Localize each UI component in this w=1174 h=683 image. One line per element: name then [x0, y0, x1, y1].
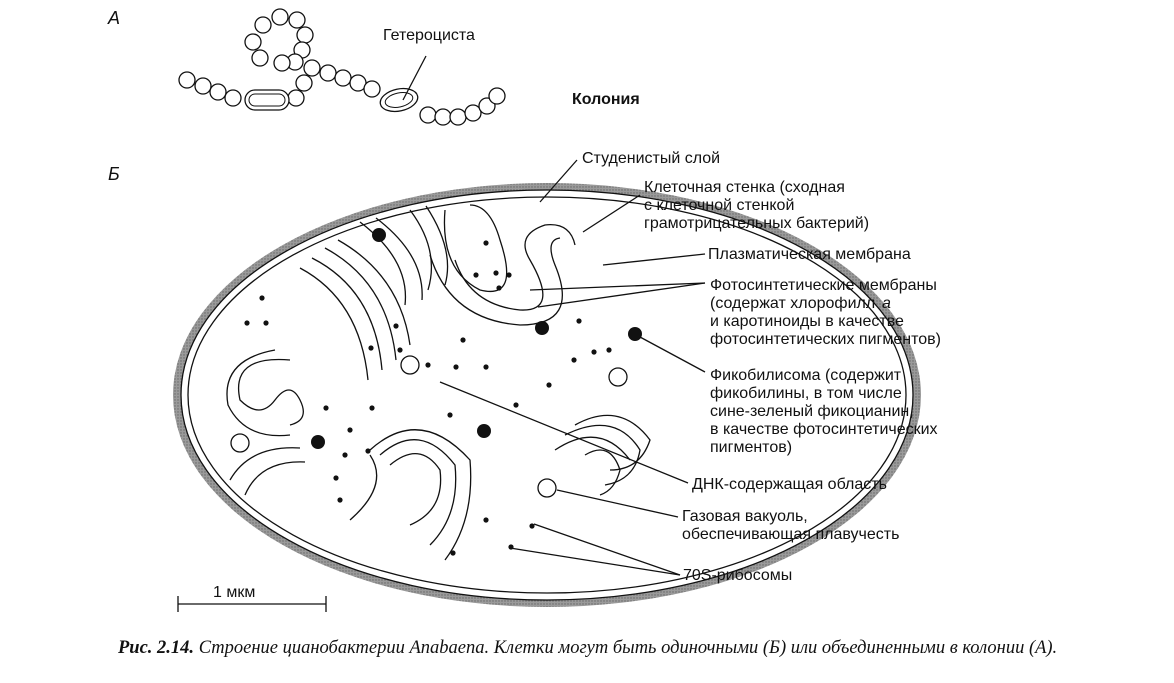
- label-photo-1: Фотосинтетические мембраны: [710, 277, 937, 294]
- ribosome-dot: [591, 349, 597, 355]
- ribosome-dot: [571, 357, 577, 363]
- colony-cell: [419, 106, 437, 124]
- label-photo-3: и каротиноиды в качестве: [710, 313, 904, 330]
- colony-cell: [271, 8, 289, 26]
- colony-cell: [209, 83, 227, 101]
- ribosome-dot: [337, 497, 343, 503]
- scale-bar-label: 1 мкм: [213, 584, 255, 601]
- colony-cell: [319, 64, 337, 82]
- colony-cell: [273, 54, 291, 72]
- label-phyco-5: пигментов): [710, 439, 792, 456]
- label-gas-vacuole-1: Газовая вакуоль,: [682, 508, 808, 525]
- caption-prefix: Рис. 2.14.: [118, 638, 195, 658]
- ribosome-dot: [460, 337, 466, 343]
- label-pointers: [439, 159, 706, 576]
- colony-cell: [251, 49, 269, 67]
- gas-vacuoles: [230, 355, 628, 498]
- ribosomes: [244, 240, 612, 556]
- ribosome-dot: [369, 405, 375, 411]
- photosynthetic-membranes: [226, 204, 651, 561]
- heterocyst-pointer: [402, 55, 427, 101]
- ribosome-dot: [447, 412, 453, 418]
- ribosome-dot: [606, 347, 612, 353]
- ribosome-dot: [263, 320, 269, 326]
- colony-cell: [178, 71, 196, 89]
- colony-cell: [334, 69, 352, 87]
- panel-label-a: А: [107, 8, 120, 28]
- ribosome-dot: [333, 475, 339, 481]
- colony-cell: [287, 89, 305, 107]
- ribosome-dot: [368, 345, 374, 351]
- label-gel-layer: Студенистый слой: [582, 150, 720, 167]
- panel-label-b: Б: [108, 164, 120, 184]
- label-photo-2: (содержат хлорофилл: [710, 295, 875, 312]
- figure-caption: Рис. 2.14. Строение цианобактерии Anabae…: [118, 638, 1057, 659]
- colony-label: Колония: [572, 91, 640, 108]
- ribosome-dot: [513, 402, 519, 408]
- colony-cell: [363, 80, 381, 98]
- label-phyco-2: фикобилины, в том числе: [710, 385, 902, 402]
- ribosome-dot: [546, 382, 552, 388]
- heterocyst: [379, 87, 419, 113]
- colony-cell: [464, 104, 482, 122]
- colony-cell: [288, 11, 306, 29]
- ribosome-dot: [365, 448, 371, 454]
- colony-cell: [296, 26, 314, 44]
- colony-cell: [488, 87, 506, 105]
- ribosome-dot: [450, 550, 456, 556]
- colony-cell: [434, 108, 452, 126]
- label-photo-4: фотосинтетических пигментов): [710, 331, 941, 348]
- ribosome-dot: [529, 523, 535, 529]
- label-cell-wall-1: Клеточная стенка (сходная: [644, 179, 845, 196]
- label-phyco-3: сине-зеленый фикоцианин,: [710, 403, 914, 420]
- colony-cell: [194, 77, 212, 95]
- ribosome-dot: [483, 364, 489, 370]
- ribosome-dot: [397, 347, 403, 353]
- ribosome-dot: [347, 427, 353, 433]
- scale-bar: [177, 596, 327, 612]
- label-phyco-1: Фикобилисома (содержит: [710, 367, 902, 384]
- caption-text: Строение цианобактерии Anabaena. Клетки …: [198, 638, 1058, 658]
- ribosome-dot: [393, 323, 399, 329]
- ribosome-dot: [259, 295, 265, 301]
- ribosome-dot: [323, 405, 329, 411]
- ribosome-dot: [425, 362, 431, 368]
- label-plasma-membrane: Плазматическая мембрана: [708, 246, 911, 263]
- ribosome-dot: [342, 452, 348, 458]
- label-ribosomes: 70S-рибосомы: [683, 567, 792, 584]
- colony-cell: [303, 59, 321, 77]
- elongated-cell: [244, 89, 290, 111]
- colony-cell: [244, 33, 262, 51]
- ribosome-dot: [473, 272, 479, 278]
- ribosome-dot: [506, 272, 512, 278]
- colony-filament: [178, 8, 506, 126]
- ribosome-dot: [453, 364, 459, 370]
- label-gas-vacuole-2: обеспечивающая плавучесть: [682, 526, 899, 543]
- plasma-membrane: [187, 196, 907, 594]
- heterocyst-label: Гетероциста: [383, 27, 475, 44]
- ribosome-dot: [244, 320, 250, 326]
- colony-cell: [295, 74, 313, 92]
- ribosome-dot: [493, 270, 499, 276]
- phycobilisomes: [311, 228, 642, 449]
- ribosome-dot: [496, 285, 502, 291]
- label-cell-wall-2: с клеточной стенкой: [644, 197, 794, 214]
- cell: [173, 183, 921, 607]
- cell-wall: [180, 189, 914, 601]
- ribosome-dot: [483, 240, 489, 246]
- ribosome-dot: [483, 517, 489, 523]
- label-photo-chl-a: a: [882, 295, 891, 312]
- label-dna-region: ДНК-содержащая область: [692, 476, 887, 493]
- ribosome-dot: [576, 318, 582, 324]
- colony-cell: [449, 108, 467, 126]
- colony-cell: [224, 89, 242, 107]
- colony-cell: [254, 16, 272, 34]
- label-cell-wall-3: грамотрицательных бактерий): [644, 215, 869, 232]
- label-phyco-4: в качестве фотосинтетических: [710, 421, 938, 438]
